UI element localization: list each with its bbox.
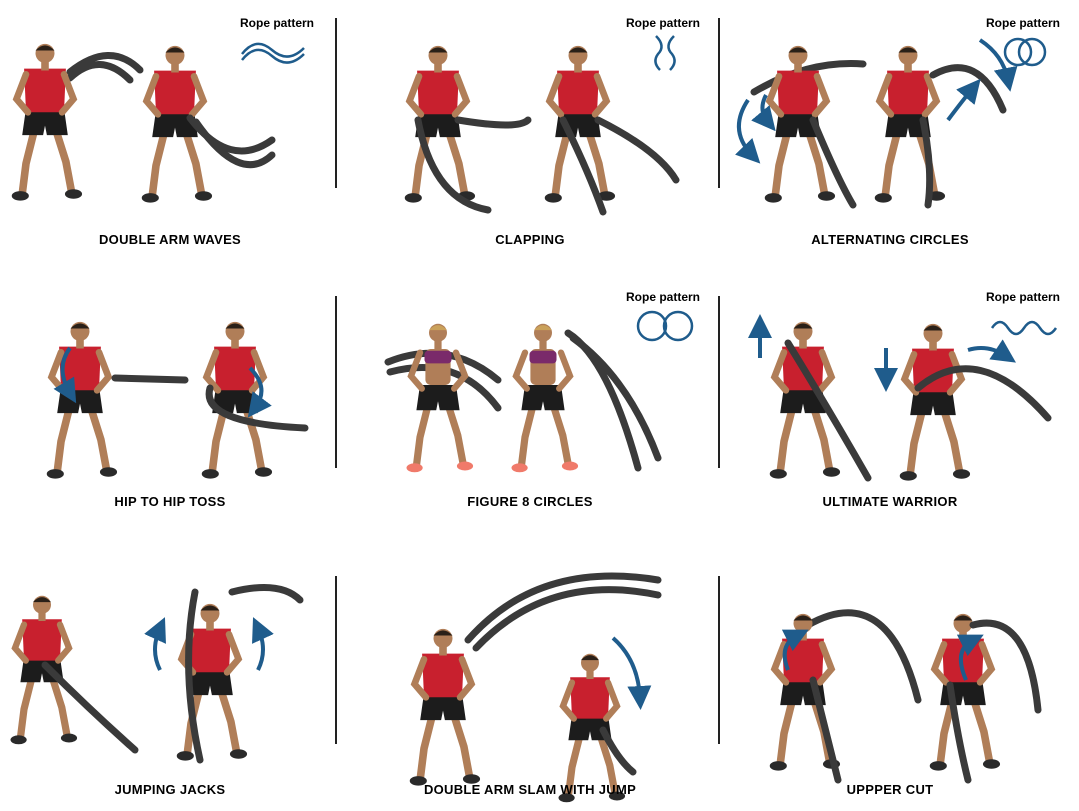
exercise-illustration [769,609,1042,784]
column-divider [718,296,720,468]
rope-pattern-label: Rope pattern [240,16,315,30]
column-divider [335,296,337,468]
athlete-right [899,323,971,481]
rope-left-2 [809,116,857,209]
athlete-right [874,45,946,203]
exercise-title: DOUBLE ARM SLAM WITH JUMP [423,782,637,797]
rope-left-2 [386,364,502,412]
rope-right-2 [919,116,934,209]
exercise-illustration [735,38,1018,209]
exercise-title: ALTERNATING CIRCLES [811,232,969,247]
athlete-left [764,45,836,203]
exercise-title: CLAPPING [495,232,565,247]
exercise-panel: UPPPER CUT [718,540,1078,810]
figure-8-pattern-icon [636,310,694,342]
athlete-left [769,321,841,479]
athlete-right [558,653,626,803]
rotation-arrow-right [956,634,984,681]
athlete-left [406,323,474,473]
athlete-right [929,613,1001,771]
up-arrow-right [252,617,274,671]
athlete-left [10,595,78,745]
exercise-title: DOUBLE ARM WAVES [98,232,242,247]
column-divider [335,576,337,744]
rope-pattern-label: Rope pattern [626,16,701,30]
column-divider [718,576,720,744]
athlete-left [46,321,118,479]
rope-right [929,64,1007,114]
rotation-arrow-left [735,98,761,164]
rope-left [804,609,922,704]
athlete-left [404,45,476,203]
athlete-right [141,45,213,203]
rope-left-athlete [66,52,144,76]
column-divider [335,18,337,188]
exercise-title: HIP TO HIP TOSS [114,494,226,509]
rope-right [559,116,607,216]
exercise-illustration [404,45,680,216]
small-wave-pattern-icon [990,320,1058,336]
rope-left [41,661,139,754]
rope-right [205,384,309,432]
down-arrow [611,636,652,710]
rope-top-2 [472,586,662,652]
rope-right [185,588,204,764]
athlete-right [176,603,248,761]
rope-left [111,374,189,384]
exercise-illustration [10,584,304,764]
rope-right-2 [594,116,680,184]
up-arrow-left [144,617,166,671]
rotation-arrow-left-2 [751,94,776,132]
rope-right-2 [569,334,662,462]
rope-right-2 [228,584,304,604]
motion-arrow [967,339,1016,363]
rotation-arrow-right [247,366,272,418]
exercise-title: UPPPER CUT [846,782,934,797]
rope-right-2 [946,681,972,784]
rope-pattern-label: Rope pattern [986,16,1061,30]
rotation-arrow-left [781,629,809,671]
exercise-panel: JUMPING JACKS [0,540,360,810]
rope-floor [599,726,637,776]
rope-right [969,619,1042,714]
exercise-illustration [409,572,662,803]
rope-left [784,339,872,482]
rope-left [750,60,867,96]
exercise-title: JUMPING JACKS [114,782,226,797]
rope-pattern-label: Rope pattern [986,290,1061,304]
exercise-panel: DOUBLE ARM SLAM WITH JUMP [358,540,718,810]
clap-pattern-icon [654,35,676,71]
rope-left [414,116,492,214]
rope-right [914,365,1052,422]
rotation-arrow-left [53,346,77,404]
exercise-illustration [11,43,276,203]
athlete-left [11,43,83,201]
exercise-title: FIGURE 8 CIRCLES [467,494,593,509]
athlete-right [511,323,579,473]
wave-pattern-icon [241,42,305,64]
exercise-illustration [46,321,309,479]
rotation-arrow-right-2 [978,38,1018,92]
exercise-illustration [384,323,662,473]
double-circle-pattern-icon [1003,37,1047,67]
exercise-panel: HIP TO HIP TOSS [0,268,360,538]
exercise-title: ULTIMATE WARRIOR [822,494,958,509]
rope-left-athlete-2 [66,61,134,84]
rope-left-2 [454,116,532,129]
athlete-left [409,628,481,786]
rope-pattern-label: Rope pattern [626,290,701,304]
exercise-illustration [748,314,1052,482]
column-divider [718,18,720,188]
rope-right-athlete-2 [192,118,276,169]
rotation-arrow-right [946,78,981,122]
rope-left-2 [809,676,842,784]
rope-top [464,572,662,644]
